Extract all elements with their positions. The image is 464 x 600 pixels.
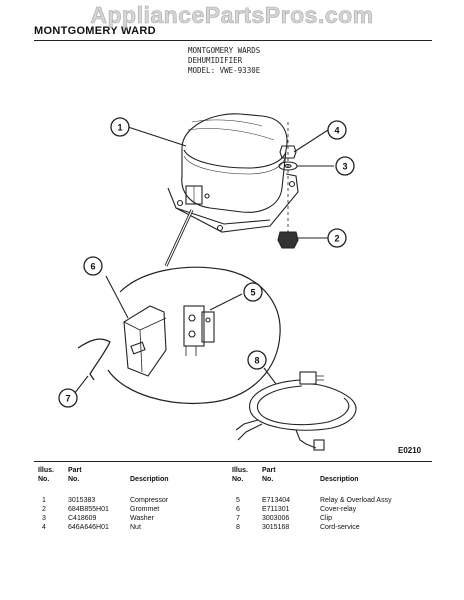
- clip-drawing: [73, 338, 111, 395]
- part-header-bottom: No.: [68, 476, 80, 483]
- illus-header-right: Illus. No.: [232, 466, 248, 484]
- cover-relay-drawing: [105, 275, 167, 377]
- callout-3: 3: [342, 162, 347, 172]
- illus-header-top-right: Illus.: [232, 467, 248, 474]
- leader-line-1: [127, 126, 187, 147]
- left-desc-column: Compressor Grommet Washer Nut: [130, 496, 168, 532]
- callout-7: 7: [65, 394, 70, 404]
- table-cell: E711301: [262, 506, 290, 513]
- illus-header-top: Illus.: [38, 467, 54, 474]
- callout-circle-1: [110, 117, 130, 137]
- left-part-column: 3015383 684B855H01 C418609 646A646H01: [68, 496, 109, 532]
- table-cell: 3: [42, 515, 46, 522]
- illus-header-bottom-right: No.: [232, 476, 244, 483]
- model-header: MONTGOMERY WARDS DEHUMIDIFIER MODEL: VWE…: [188, 46, 260, 76]
- illus-header-bottom: No.: [38, 476, 50, 483]
- desc-header-right: Description: [320, 476, 359, 483]
- callout-2: 2: [334, 234, 339, 244]
- table-cell: 3003006: [262, 515, 290, 522]
- callout-circle-2: [327, 228, 347, 248]
- callout-circle-3: [335, 156, 355, 176]
- table-cell: Relay & Overload Assy: [320, 497, 392, 504]
- table-cell: Compressor: [130, 497, 169, 504]
- table-divider: [34, 461, 432, 462]
- table-cell: 3015383: [68, 497, 96, 504]
- compressor-drawing: [167, 113, 299, 233]
- table-cell: E713404: [262, 497, 291, 504]
- table-cell: C418609: [68, 515, 97, 522]
- brand-title: MONTGOMERY WARD: [34, 25, 156, 37]
- callout-5: 5: [250, 288, 255, 298]
- desc-header: Description: [130, 476, 169, 483]
- nut-drawing: [279, 129, 329, 159]
- table-cell: Cord-service: [320, 524, 360, 531]
- table-cell: Grommet: [130, 506, 160, 513]
- part-header-top: Part: [68, 467, 82, 474]
- relay-drawing: [183, 293, 243, 356]
- part-header: Part No.: [68, 466, 82, 484]
- table-cell: 8: [236, 524, 240, 531]
- callout-circle-6: [83, 256, 103, 276]
- table-cell: 5: [236, 497, 240, 504]
- table-cell: 7: [236, 515, 240, 522]
- callout-circle-7: [58, 388, 78, 408]
- table-cell: Washer: [130, 515, 154, 522]
- callout-4: 4: [334, 126, 339, 136]
- table-cell: Cover-relay: [320, 506, 357, 513]
- table-cell: Clip: [320, 515, 333, 522]
- illus-header: Illus. No.: [38, 466, 54, 484]
- callout-8: 8: [254, 356, 259, 366]
- callout-circle-8: [247, 350, 267, 370]
- right-desc-column: Relay & Overload Assy Cover-relay Clip C…: [320, 496, 392, 532]
- table-cell: 4: [42, 524, 46, 531]
- callout-circle-5: [243, 282, 263, 302]
- callout-6: 6: [90, 262, 95, 272]
- right-illus-column: 5 6 7 8: [236, 496, 240, 532]
- top-divider: [34, 40, 432, 41]
- table-cell: Nut: [130, 524, 141, 531]
- part-header-top-right: Part: [262, 467, 276, 474]
- header-line-1: MONTGOMERY WARDS: [188, 46, 261, 55]
- table-cell: 1: [42, 497, 46, 504]
- table-cell: 2: [42, 506, 46, 513]
- part-header-right: Part No.: [262, 466, 276, 484]
- table-cell: 684B855H01: [68, 506, 109, 513]
- cord-drawing: [235, 367, 357, 451]
- grommet-drawing: [277, 231, 328, 249]
- figure-code: E0210: [398, 446, 422, 455]
- header-line-2: DEHUMIDIFIER: [188, 56, 243, 65]
- callout-1: 1: [117, 123, 122, 133]
- table-cell: 3015168: [262, 524, 290, 531]
- callout-circle-4: [327, 120, 347, 140]
- table-cell: 646A646H01: [68, 524, 109, 531]
- part-header-bottom-right: No.: [262, 476, 274, 483]
- header-line-3: MODEL: VWE-9330E: [188, 66, 261, 75]
- right-part-column: E713404 E711301 3003006 3015168: [262, 496, 290, 532]
- washer-drawing: [278, 161, 334, 171]
- left-illus-column: 1 2 3 4: [42, 496, 46, 532]
- table-cell: 6: [236, 506, 240, 513]
